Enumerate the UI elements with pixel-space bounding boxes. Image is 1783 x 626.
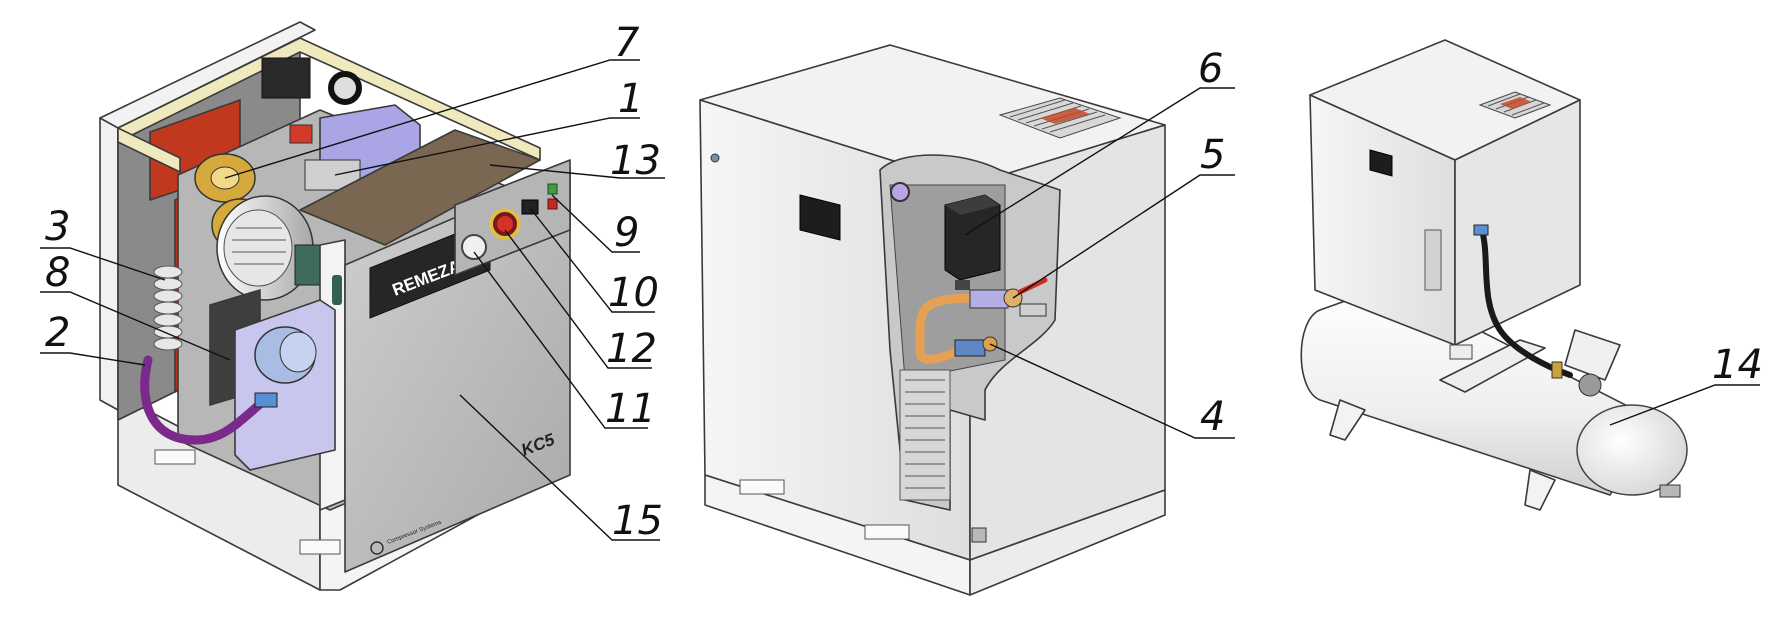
left-top-ring (328, 71, 362, 105)
callout-12: 12 (606, 326, 657, 372)
leader-15 (459, 394, 660, 541)
leader-9 (551, 194, 640, 253)
right-box-handle (1369, 149, 1393, 177)
middle-lower-vent (899, 369, 951, 501)
leader-12 (504, 229, 652, 369)
callout-10: 10 (608, 270, 659, 316)
middle-sight-glass (890, 182, 910, 202)
tank-outlet-fitting (1659, 484, 1681, 498)
emergency-stop-ring (489, 208, 521, 240)
left-base-slot (154, 449, 196, 465)
right-box-vent (1424, 229, 1442, 291)
middle-drain-fitting (971, 527, 987, 543)
left-separator-box (234, 299, 336, 471)
left-back-panel-top (99, 21, 316, 129)
right-unit-tank-mounted (1300, 39, 1688, 511)
middle-base-slot-2 (864, 524, 910, 540)
callout-11: 11 (605, 386, 656, 432)
red-stop-button[interactable] (547, 198, 558, 210)
right-tank-gauge (1578, 373, 1602, 397)
leader-10 (529, 207, 655, 313)
tank-leg-rear (1564, 329, 1621, 381)
controller-display (521, 199, 539, 215)
receiver-tank-body (1300, 284, 1656, 496)
tank-leg-front-left (1329, 399, 1366, 441)
leader-8 (40, 291, 231, 361)
callout-7: 7 (614, 20, 640, 66)
left-electric-motor (216, 195, 326, 301)
pressure-switch (944, 194, 1001, 290)
left-side-vent (332, 275, 342, 305)
tank-leg-front-right (1524, 469, 1556, 511)
right-safety-valve (1551, 361, 1563, 379)
callout-2: 2 (45, 310, 70, 356)
callout-6: 6 (1198, 46, 1223, 92)
left-blue-fitting (254, 392, 278, 408)
middle-base-right (969, 489, 1166, 596)
leader-13 (489, 164, 665, 179)
leader-5 (1012, 174, 1235, 299)
left-top-board (299, 129, 541, 246)
leader-1 (334, 117, 640, 176)
left-unit-open-view: REMEZA KC5 Compressor Systems (99, 21, 571, 591)
callout-15: 15 (612, 498, 663, 544)
left-base-slot-2 (299, 539, 341, 555)
callout-14: 14 (1712, 342, 1763, 388)
callout-8: 8 (45, 250, 70, 296)
pressure-gauge-icon (461, 234, 487, 260)
middle-orange-pipe (915, 293, 980, 364)
middle-top-vent-grille (998, 97, 1122, 139)
left-purple-hose (140, 355, 270, 445)
left-red-bracket (289, 124, 313, 144)
logo-mark (370, 541, 384, 555)
green-start-button[interactable] (547, 183, 558, 195)
callout-9: 9 (614, 210, 639, 256)
leader-14 (1609, 384, 1760, 426)
middle-handle (799, 194, 841, 241)
left-top-frame-bar-2 (117, 127, 181, 173)
callout-5: 5 (1200, 132, 1225, 178)
middle-ball-valve (969, 277, 1048, 317)
leader-7 (224, 59, 640, 179)
left-cooling-coil (153, 265, 183, 351)
callout-1: 1 (618, 76, 643, 122)
left-top-black-block (261, 57, 311, 99)
tank-mounting-plate (1439, 339, 1546, 393)
leader-6 (964, 87, 1235, 236)
middle-base-slot (739, 479, 785, 495)
leader-2 (40, 352, 146, 366)
callout-13: 13 (610, 138, 661, 184)
right-hose-fitting (1473, 224, 1489, 236)
leader-3 (40, 247, 166, 281)
right-black-hose (1479, 227, 1573, 378)
middle-side-screw (710, 153, 720, 163)
callout-layer: 7 1 13 9 10 12 11 15 3 8 2 6 5 (40, 20, 1763, 544)
callout-4: 4 (1200, 394, 1225, 440)
callout-3: 3 (45, 204, 70, 250)
right-box-foot (1449, 344, 1473, 360)
middle-unit-cutaway-view (699, 44, 1166, 596)
leader-11 (473, 251, 648, 429)
emergency-stop-button[interactable] (493, 212, 517, 236)
left-back-post (99, 109, 119, 411)
receiver-tank-end (1576, 404, 1688, 496)
right-top-vent-grille (1478, 91, 1552, 119)
leader-4 (989, 343, 1235, 439)
left-oil-filter (254, 326, 317, 384)
